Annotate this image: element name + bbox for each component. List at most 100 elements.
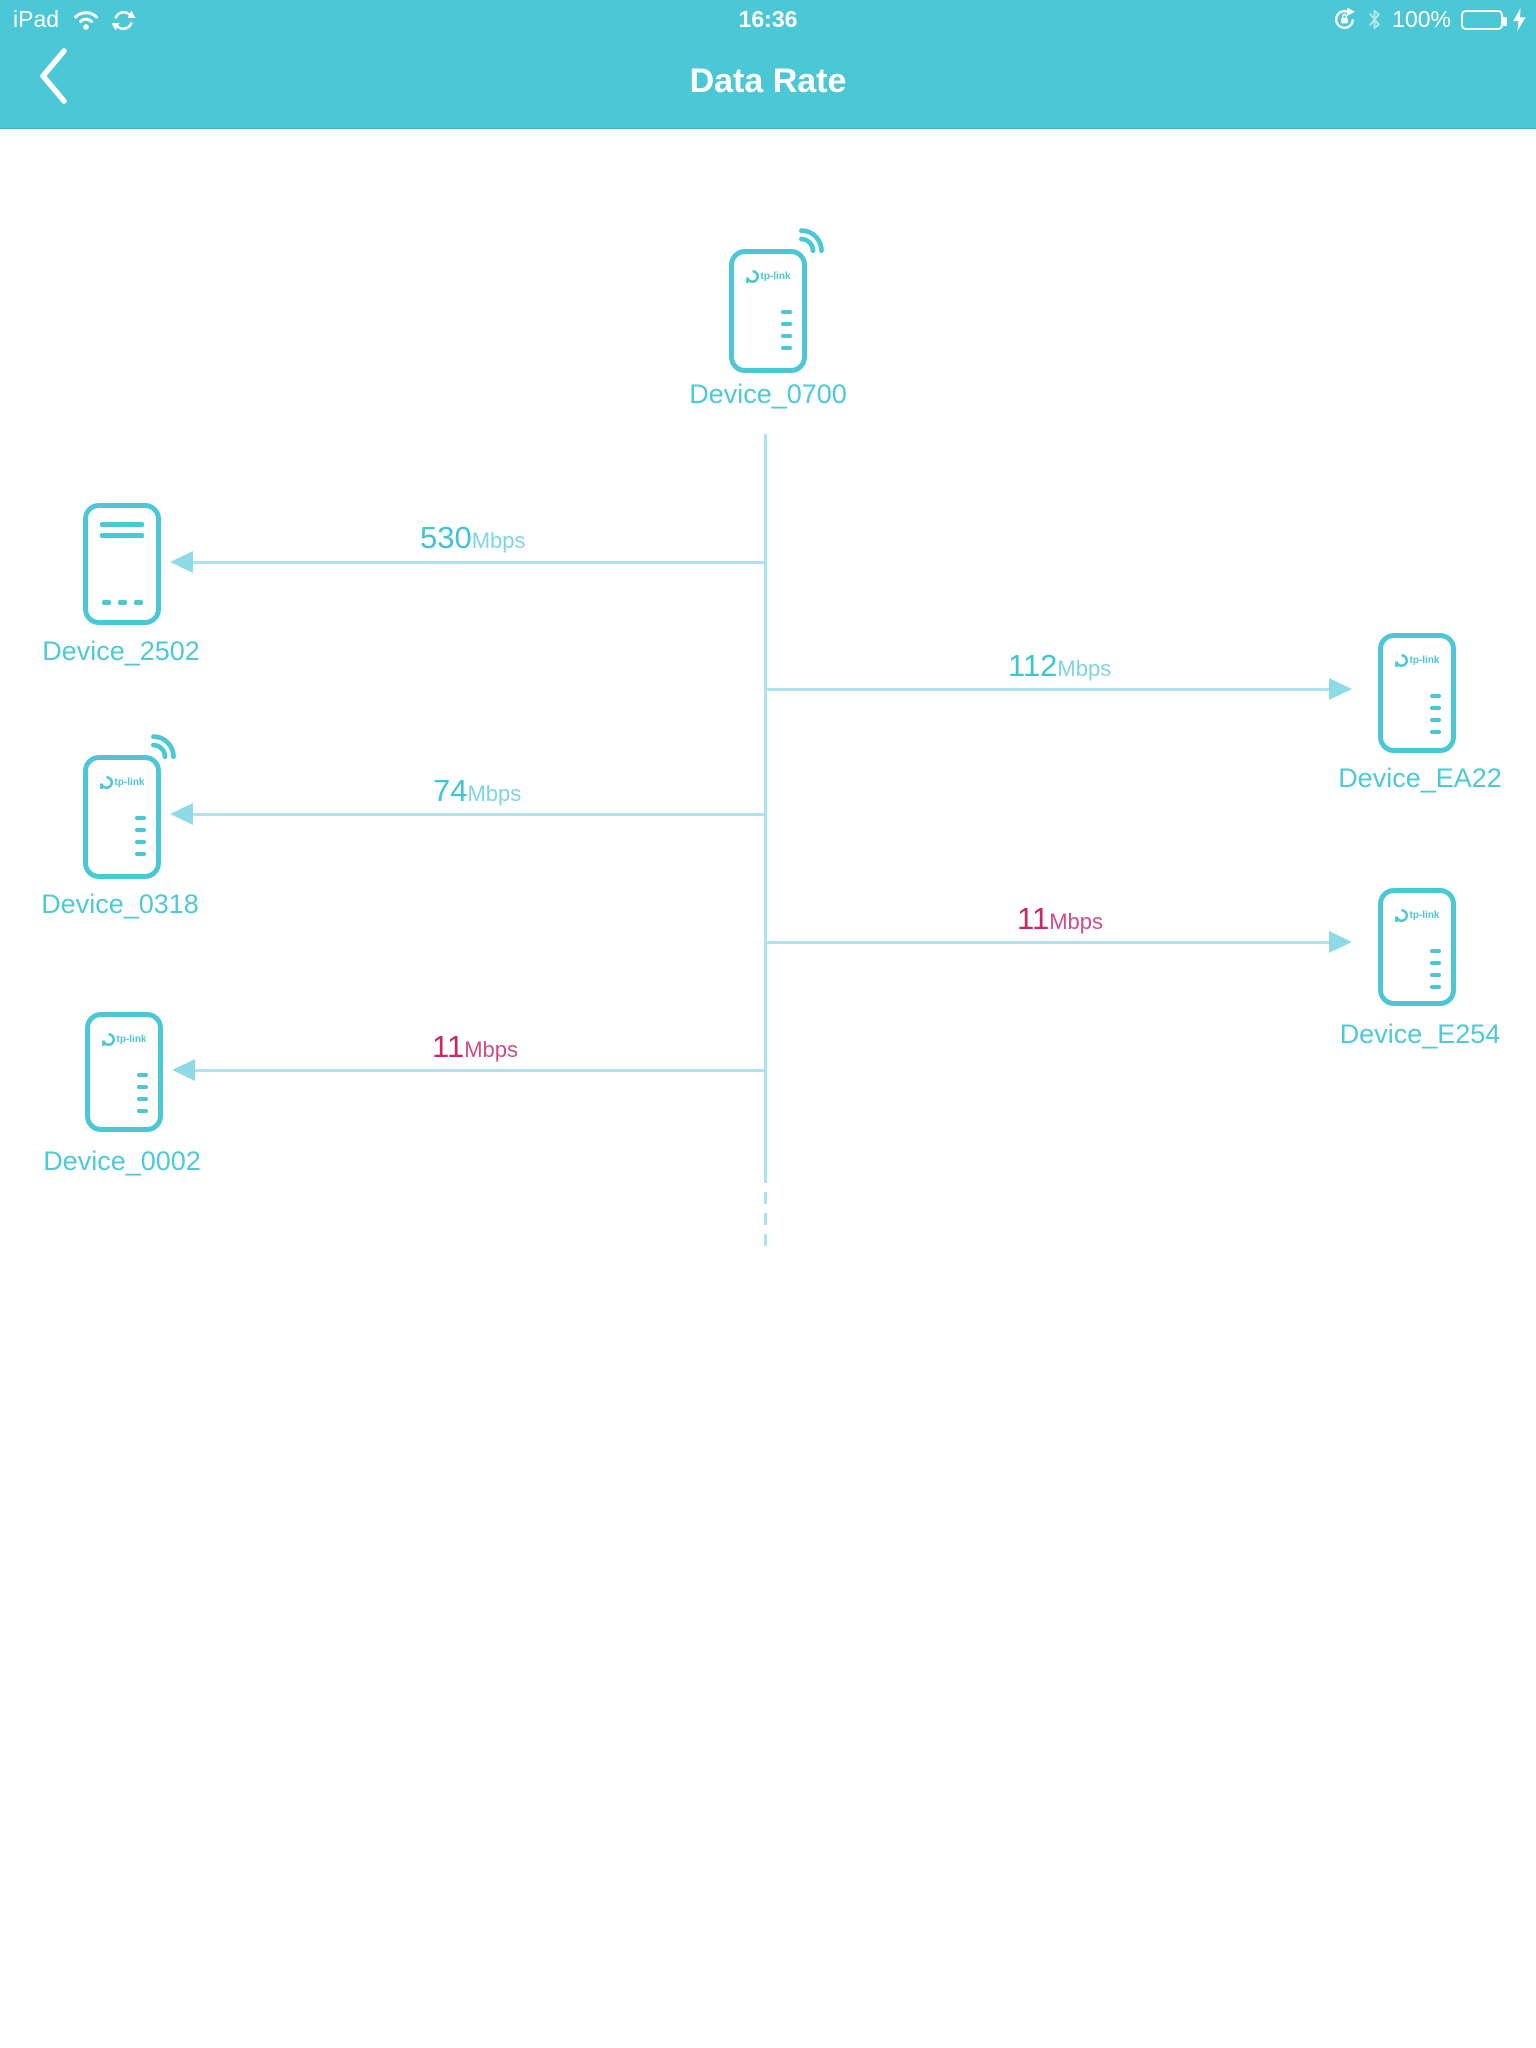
rate-unit: Mbps [464,1037,518,1062]
back-button[interactable] [36,46,72,106]
status-time: 16:36 [738,6,798,32]
link-line [195,1069,766,1072]
trunk-line [764,434,767,1183]
led [137,1085,148,1089]
tp-link-logo-text: tp-link [116,1034,147,1045]
rate-unit: Mbps [1057,656,1112,681]
led-indicators [1430,949,1441,997]
arrow-left-icon [172,1059,195,1081]
charging-bolt-icon [1513,8,1526,31]
arrow-left-icon [170,803,193,825]
tp-link-logo-mark-icon [1394,654,1408,667]
led [1430,706,1441,710]
link-line [766,688,1329,691]
led [1430,985,1441,989]
page-title: Data Rate [689,62,847,100]
rate-label: 530Mbps [420,520,526,562]
battery-percent: 100% [1392,6,1451,32]
led [1430,949,1441,953]
led [135,816,146,820]
tp-link-logo-mark-icon [101,1033,115,1046]
tp-link-logo: tp-link [1383,654,1451,667]
tp-link-logo: tp-link [90,1033,158,1046]
led [135,852,146,856]
tp-link-logo: tp-link [1383,909,1451,922]
bluetooth-icon [1369,9,1380,30]
router-dot [102,600,111,605]
wifi-waves-icon [799,228,824,254]
rate-label: 112Mbps [1008,648,1111,690]
battery-icon [1461,9,1507,30]
rate-value: 11 [1017,901,1050,936]
device-label: Device_0318 [41,889,199,919]
led-indicators [1430,694,1441,742]
device-label: Device_0002 [43,1146,201,1176]
link-line [193,561,766,564]
rate-value: 112 [1008,648,1058,683]
rate-label: 11Mbps [432,1029,518,1071]
led [1430,718,1441,722]
wifi-waves-icon [151,734,176,760]
rotation-lock-icon [1335,7,1356,29]
led [781,334,792,338]
device-label: Device_EA22 [1338,763,1502,793]
header-bar: iPad 16:36 100% [0,0,1536,129]
tp-link-logo-text: tp-link [760,271,791,282]
device-label: Device_E254 [1339,1019,1501,1049]
device-label: Device_0700 [689,379,847,409]
led [1430,730,1441,734]
led [137,1109,148,1113]
led [781,310,792,314]
status-right-group: 100% [1332,6,1526,33]
link-line [766,941,1329,944]
led [135,828,146,832]
router-dot [134,600,143,605]
led [137,1097,148,1101]
sync-icon [111,10,136,31]
wifi-status-icon [74,11,98,30]
tp-link-logo-mark-icon [99,776,113,789]
led-indicators [137,1073,148,1121]
router-dot [118,600,127,605]
rate-label: 74Mbps [433,773,521,815]
device-node-0318[interactable]: tp-link [83,755,161,879]
led [137,1073,148,1077]
tp-link-logo-mark-icon [1394,909,1408,922]
tp-link-logo-text: tp-link [114,777,145,788]
led-indicators [135,816,146,864]
rate-unit: Mbps [471,528,526,553]
led [781,346,792,350]
router-bar [100,522,144,527]
arrow-right-icon [1329,678,1352,700]
device-node-ea22[interactable]: tp-link [1378,633,1456,753]
tp-link-logo: tp-link [734,270,802,283]
rate-unit: Mbps [1049,909,1103,934]
link-line [193,813,766,816]
device-node-2502[interactable] [83,503,161,625]
led [135,840,146,844]
rate-label: 11Mbps [1017,901,1103,943]
led [781,322,792,326]
tp-link-logo-text: tp-link [1409,655,1440,666]
tp-link-logo-mark-icon [745,270,759,283]
led [1430,973,1441,977]
led-indicators [781,310,792,358]
battery-tip [1503,16,1507,26]
device-label: Device_2502 [42,636,200,666]
led [1430,961,1441,965]
rate-unit: Mbps [467,781,522,806]
device-node-e254[interactable]: tp-link [1378,888,1456,1006]
arrow-left-icon [170,551,193,573]
device-node-0002[interactable]: tp-link [85,1012,163,1132]
rate-value: 74 [433,773,468,808]
device-node-0700[interactable]: tp-link [729,249,807,373]
rate-value: 530 [420,520,472,555]
arrow-right-icon [1329,931,1352,953]
tp-link-logo-text: tp-link [1409,910,1440,921]
rate-value: 11 [432,1029,465,1064]
trunk-line-dashed [764,1192,767,1250]
tp-link-logo: tp-link [88,776,156,789]
carrier-label: iPad [13,6,60,32]
led [1430,694,1441,698]
